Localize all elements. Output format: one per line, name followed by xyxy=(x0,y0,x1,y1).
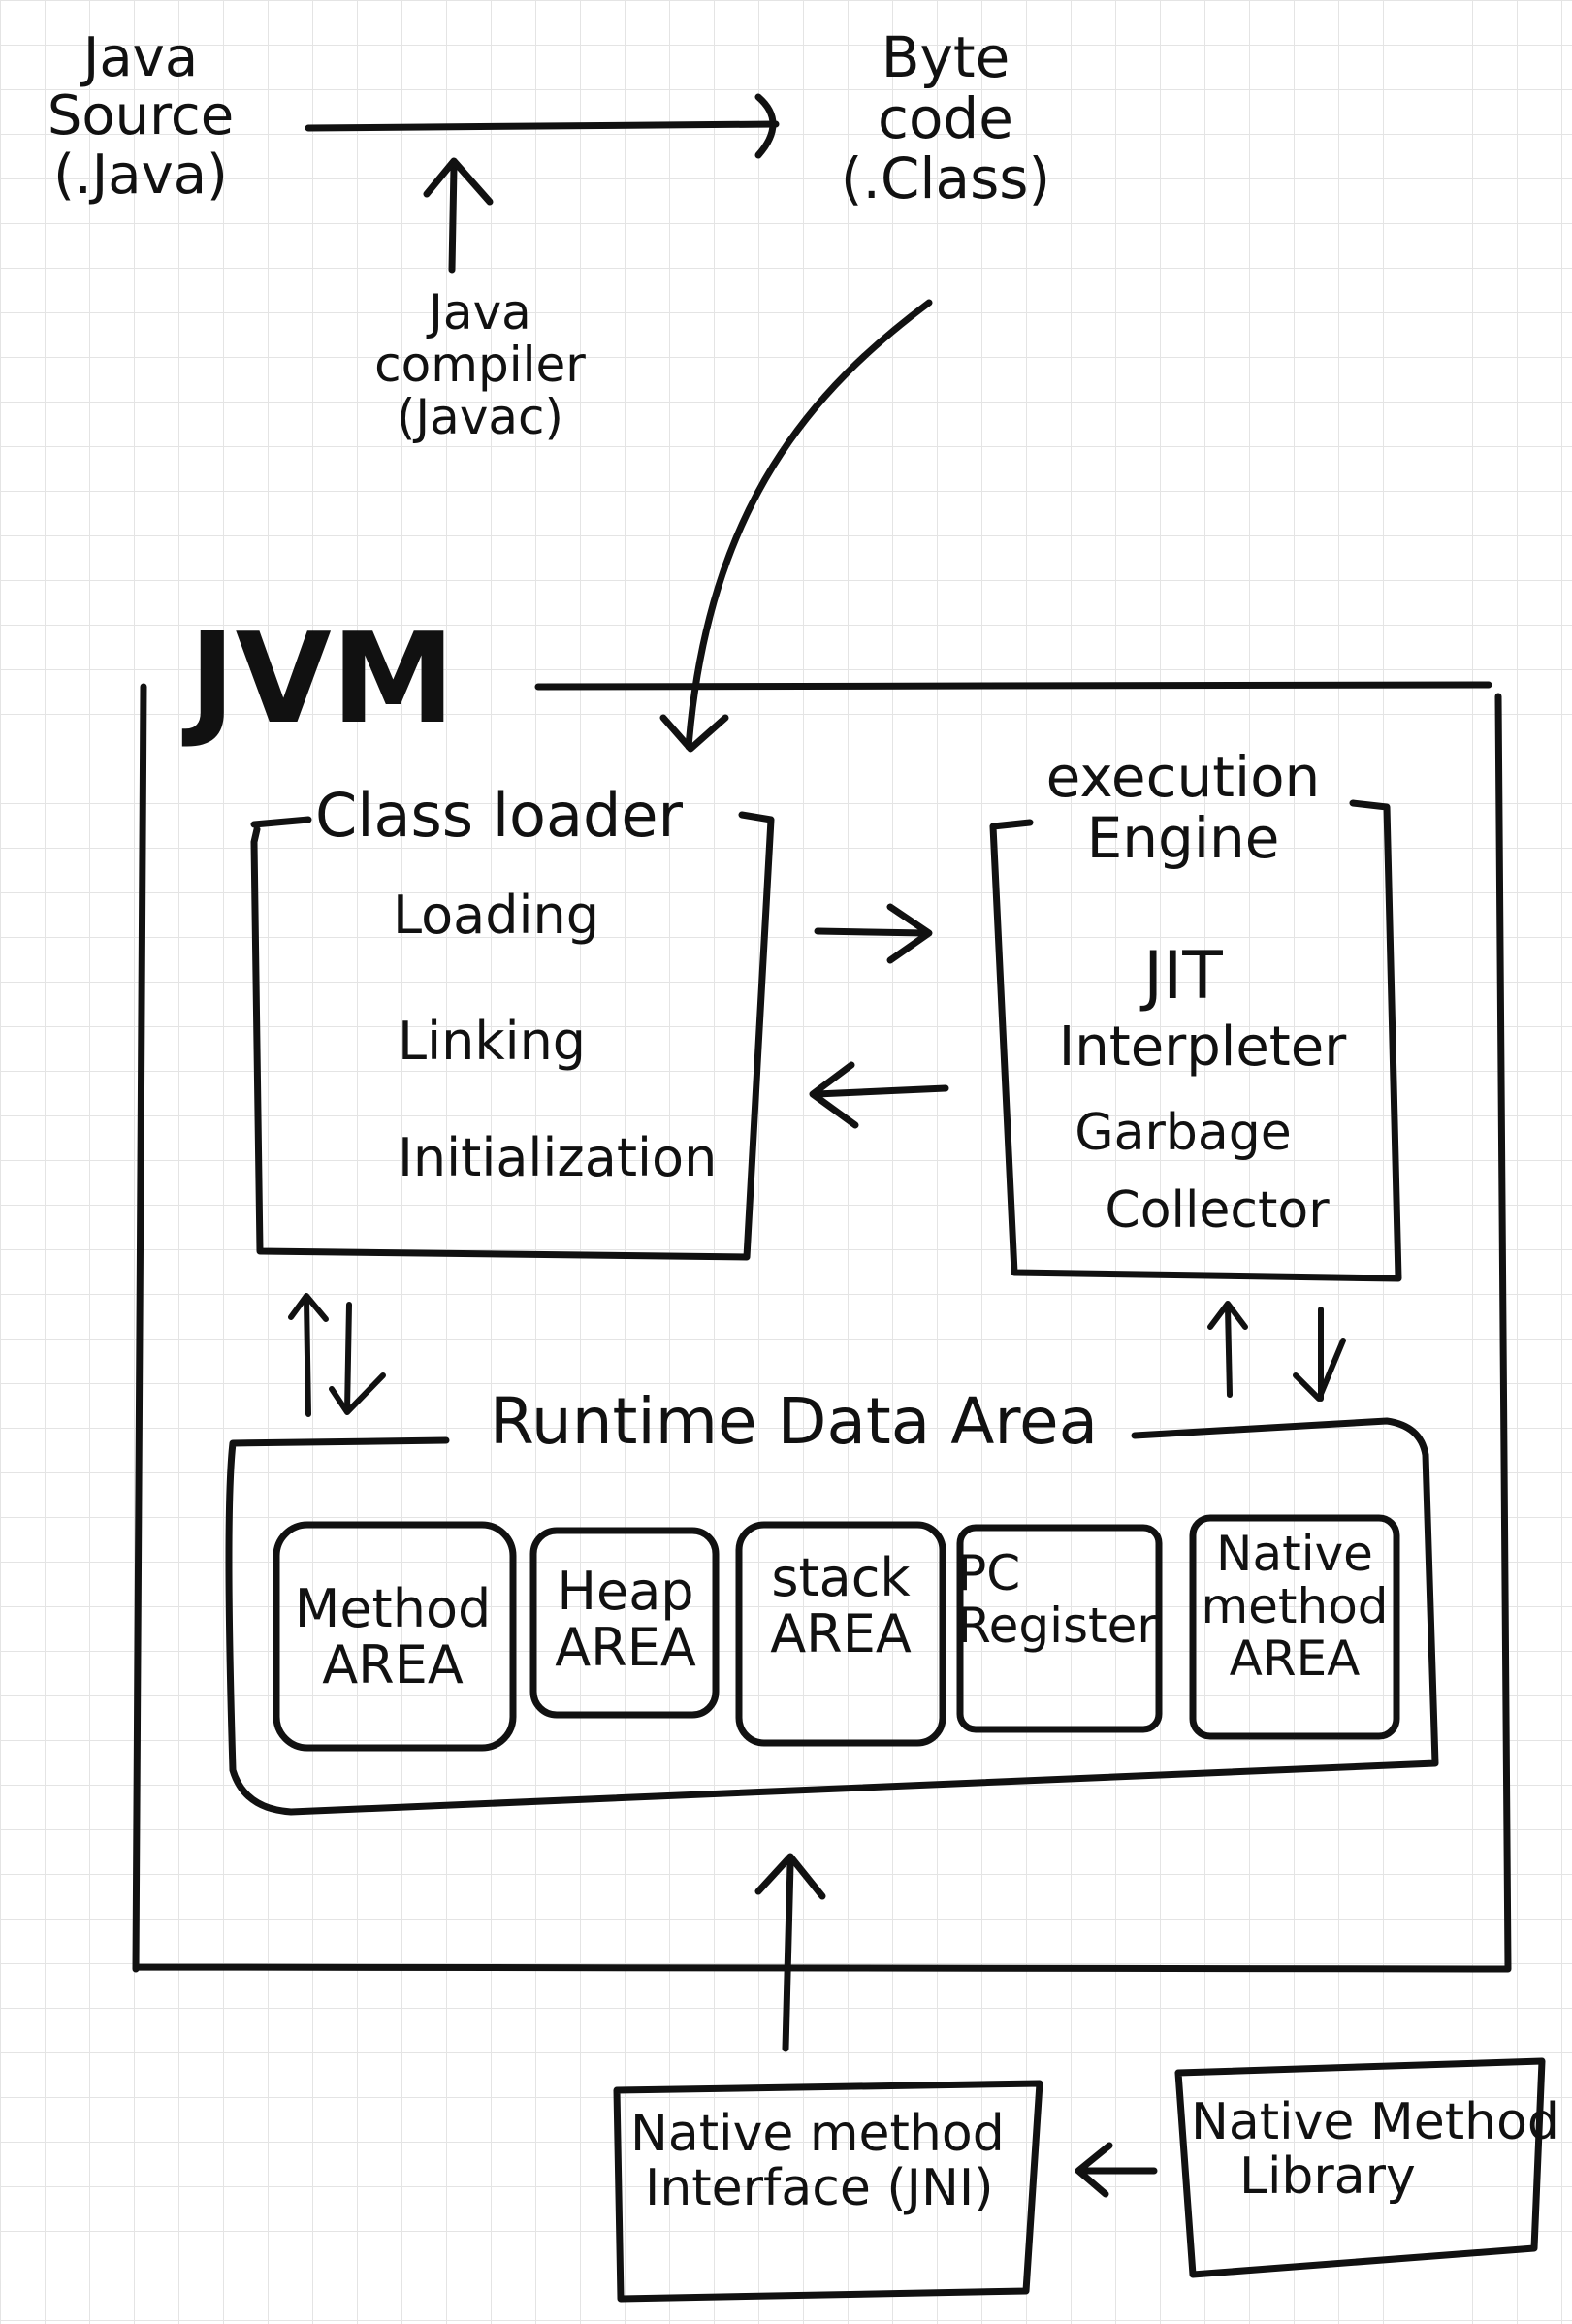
pc-register-box xyxy=(956,1524,1163,1733)
method-area-line-1: Method xyxy=(294,1578,492,1639)
compiler-arrow xyxy=(423,157,494,274)
stack-area-label: stack AREA xyxy=(770,1547,912,1665)
bytecode-line-2: code xyxy=(878,84,1013,151)
stack-area-line-2: AREA xyxy=(770,1603,912,1665)
execution-engine-title-line-2: Engine xyxy=(1086,804,1280,871)
class-loader-step-loading: Loading xyxy=(393,885,600,946)
java-compiler-line-2: compiler xyxy=(374,337,586,393)
java-compiler-line-3: (Javac) xyxy=(396,389,564,445)
class-loader-step-initialization: Initialization xyxy=(398,1127,718,1188)
class-loader-step-linking: Linking xyxy=(398,1011,587,1072)
heap-area-label: Heap AREA xyxy=(555,1561,696,1679)
bytecode-label: Byte code (.Class) xyxy=(841,27,1050,210)
java-compiler-label: Java compiler (Javac) xyxy=(374,286,586,443)
heap-area-line-2: AREA xyxy=(555,1617,696,1679)
classloader-to-engine-arrow xyxy=(814,903,933,964)
native-method-area-line-2: method xyxy=(1201,1578,1389,1634)
method-area-box xyxy=(273,1521,517,1752)
pc-register-line-1: PC xyxy=(957,1545,1021,1601)
heap-area-box xyxy=(529,1527,720,1719)
library-line-2: Library xyxy=(1239,2147,1416,2207)
execution-engine-box xyxy=(989,799,1402,1282)
stack-area-box xyxy=(735,1521,946,1747)
stack-area-line-1: stack xyxy=(771,1547,911,1608)
method-area-label: Method AREA xyxy=(294,1578,492,1696)
jni-line-2: Interface (JNI) xyxy=(645,2159,994,2218)
engine-runtime-arrows xyxy=(1207,1301,1346,1402)
compile-arrow xyxy=(305,93,780,159)
execution-engine-title: execution Engine xyxy=(1046,747,1321,868)
library-to-jni-arrow xyxy=(1075,2142,1158,2198)
library-box xyxy=(1174,2057,1546,2278)
heap-area-line-1: Heap xyxy=(557,1561,694,1622)
bytecode-to-classloader-arrow xyxy=(659,299,933,753)
java-source-line-2: Source xyxy=(47,84,235,148)
bytecode-line-1: Byte xyxy=(881,24,1011,90)
library-line-1: Native Method xyxy=(1191,2093,1559,2151)
execution-engine-title-line-1: execution xyxy=(1045,744,1321,810)
native-method-area-box xyxy=(1189,1514,1400,1740)
jvm-title: JVM xyxy=(189,607,456,752)
native-method-area-line-3: AREA xyxy=(1229,1630,1361,1687)
class-loader-box xyxy=(250,811,775,1261)
engine-item-garbage: Garbage xyxy=(1075,1104,1292,1162)
native-method-area-line-1: Native xyxy=(1216,1526,1373,1582)
engine-to-classloader-arrow xyxy=(809,1061,949,1129)
runtime-data-area-title: Runtime Data Area xyxy=(490,1384,1099,1459)
jni-label: Native method Interface (JNI) xyxy=(630,2107,1005,2215)
class-loader-title: Class loader xyxy=(315,780,683,851)
native-method-area-label: Native method AREA xyxy=(1201,1528,1388,1685)
java-source-line-1: Java xyxy=(82,26,199,89)
jni-to-runtime-arrow xyxy=(754,1853,826,2052)
jni-line-1: Native method xyxy=(630,2105,1005,2163)
java-source-line-3: (.Java) xyxy=(53,143,228,207)
method-area-line-2: AREA xyxy=(322,1634,464,1696)
java-source-label: Java Source (.Java) xyxy=(47,26,235,207)
pc-register-line-2: Register xyxy=(957,1598,1157,1654)
bytecode-line-3: (.Class) xyxy=(840,145,1051,212)
pc-register-label: PC Register xyxy=(957,1547,1157,1652)
jni-box xyxy=(613,2080,1043,2303)
classloader-runtime-arrows xyxy=(288,1293,386,1417)
engine-item-jit: JIT xyxy=(1143,938,1223,1015)
jvm-box xyxy=(132,681,1512,1973)
engine-item-interpreter: Interpleter xyxy=(1058,1016,1347,1079)
engine-item-collector: Collector xyxy=(1105,1181,1330,1240)
library-label: Native Method Library xyxy=(1191,2095,1559,2204)
java-compiler-line-1: Java xyxy=(429,284,531,340)
runtime-data-area-box xyxy=(225,1417,1439,1816)
